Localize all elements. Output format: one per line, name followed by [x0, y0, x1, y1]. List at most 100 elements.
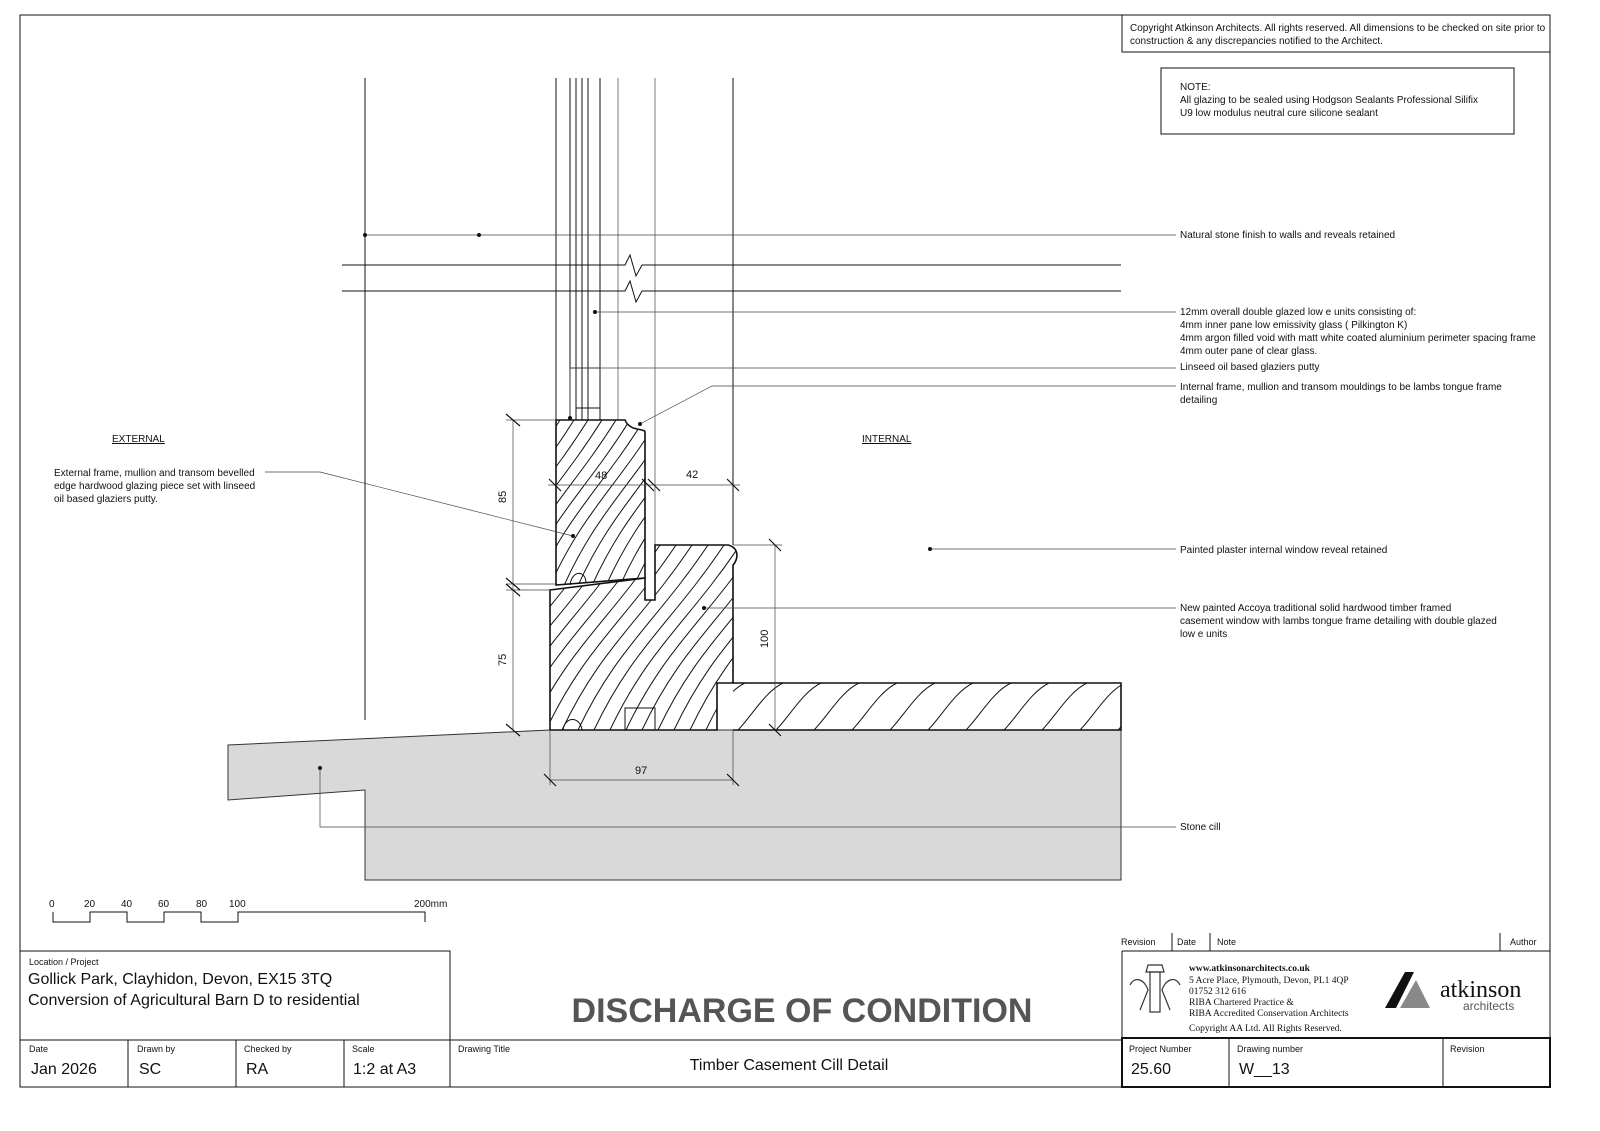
discharge-stamp: DISCHARGE OF CONDITION: [572, 992, 1033, 1030]
checked-by-value: RA: [246, 1061, 269, 1078]
scale-label: 80: [196, 899, 208, 910]
scale-label: 40: [121, 899, 133, 910]
wood-grain-line: [593, 545, 725, 730]
wood-grain-line: [556, 420, 589, 585]
drawn-by-value: SC: [139, 1061, 161, 1078]
scale-label: 20: [84, 899, 96, 910]
wood-grain-line: [631, 420, 645, 585]
copyright-line-2: construction & any discrepancies notifie…: [1130, 36, 1383, 47]
logo-subtitle: architects: [1463, 999, 1514, 1013]
dim-97: 97: [635, 765, 647, 777]
drawing-number-label: Drawing number: [1237, 1044, 1303, 1054]
annotation-casement-3: low e units: [1180, 629, 1227, 640]
wood-grain-line: [705, 545, 737, 730]
copyright-box: Copyright Atkinson Architects. All right…: [1121, 15, 1550, 53]
dim-75: 75: [497, 654, 509, 666]
scale-bar: 0 20 40 60 80 100 200mm: [49, 899, 447, 923]
heraldic-crest-icon: [1129, 964, 1181, 1013]
scale-label-field: Scale: [352, 1044, 375, 1054]
checked-by-label: Checked by: [244, 1044, 292, 1054]
timber-sash: [555, 419, 646, 586]
note-box: NOTE: All glazing to be sealed using Hod…: [1160, 67, 1515, 135]
dim-85: 85: [497, 491, 509, 503]
wood-grain-line: [625, 545, 737, 730]
wood-grain-line: [737, 683, 784, 730]
revision-label: Revision: [1450, 1044, 1485, 1054]
location-line-1: Gollick Park, Clayhidon, Devon, EX15 3TQ: [28, 971, 332, 988]
label-internal: INTERNAL: [862, 434, 912, 445]
title-block: Location / Project Gollick Park, Clayhid…: [20, 933, 1551, 1088]
wood-grain-line: [889, 683, 936, 730]
wood-grain-line: [1079, 683, 1121, 730]
wood-grain-line: [721, 545, 737, 730]
scale-label: 200mm: [414, 899, 447, 910]
wood-grain-line: [603, 420, 645, 585]
wood-grain-line: [673, 545, 737, 730]
wood-grain-line: [813, 683, 860, 730]
annotation-external-frame-1: External frame, mullion and transom beve…: [54, 468, 255, 479]
annotation-plaster: Painted plaster internal window reveal r…: [1180, 545, 1387, 556]
rev-header-note: Note: [1217, 937, 1236, 947]
wood-grain-line: [1041, 683, 1088, 730]
scale-label: 60: [158, 899, 170, 910]
copyright-line-1: Copyright Atkinson Architects. All right…: [1130, 23, 1546, 34]
wood-grain-line: [617, 420, 645, 585]
logo-name: atkinson: [1440, 977, 1521, 1003]
date-value: Jan 2026: [31, 1061, 97, 1078]
wall-and-glazing-lines: [342, 78, 1121, 720]
wood-grain-line: [733, 683, 746, 730]
wood-grain-line: [561, 545, 693, 730]
wood-grain-line: [657, 545, 737, 730]
wood-grain-line: [927, 683, 974, 730]
project-number: 25.60: [1131, 1061, 1171, 1078]
date-label: Date: [29, 1044, 48, 1054]
wood-grain-line: [609, 545, 737, 730]
wood-grain-line: [556, 420, 631, 585]
wood-grain-line: [556, 420, 575, 585]
wood-grain-line: [561, 420, 645, 585]
annotation-putty: Linseed oil based glaziers putty: [1180, 362, 1320, 373]
rev-header-author: Author: [1510, 937, 1537, 947]
annotation-glazing-1: 12mm overall double glazed low e units c…: [1180, 307, 1416, 318]
internal-board: [733, 682, 1122, 731]
wood-grain-line: [851, 683, 898, 730]
note-line-1: All glazing to be sealed using Hodgson S…: [1180, 95, 1478, 106]
leader-lines: [265, 233, 1176, 828]
drawing-title-label: Drawing Title: [458, 1044, 510, 1054]
wood-grain-line: [556, 420, 645, 585]
note-heading: NOTE:: [1180, 82, 1211, 93]
location-label: Location / Project: [29, 957, 99, 967]
annotation-internal-frame-2: detailing: [1180, 395, 1217, 406]
wood-grain-line: [550, 545, 677, 730]
annotation-external-frame-2: edge hardwood glazing piece set with lin…: [54, 481, 255, 492]
annotation-internal-frame-1: Internal frame, mullion and transom moul…: [1180, 382, 1502, 393]
annotation-stone-finish: Natural stone finish to walls and reveal…: [1180, 230, 1395, 241]
drawn-by-label: Drawn by: [137, 1044, 176, 1054]
practice-info: www.atkinsonarchitects.co.uk 5 Acre Plac…: [1129, 964, 1521, 1034]
practice-riba-1: RIBA Chartered Practice &: [1189, 998, 1294, 1008]
wood-grain-line: [1117, 683, 1121, 730]
scale-label: 0: [49, 899, 55, 910]
atkinson-logo-icon: [1385, 972, 1430, 1008]
annotation-stone-cill: Stone cill: [1180, 822, 1221, 833]
dim-100: 100: [759, 630, 771, 648]
annotation-glazing-3: 4mm argon filled void with matt white co…: [1180, 333, 1536, 344]
dimensions: [505, 413, 782, 787]
wood-grain-line: [738, 545, 868, 730]
wood-grain-line: [641, 545, 737, 730]
wood-grain-line: [556, 420, 645, 585]
drawing-number: W__13: [1239, 1061, 1290, 1078]
practice-copyright: Copyright AA Ltd. All Rights Reserved.: [1189, 1024, 1342, 1034]
practice-riba-2: RIBA Accredited Conservation Architects: [1189, 1009, 1349, 1019]
scale-value: 1:2 at A3: [353, 1061, 416, 1078]
wood-grain-line: [589, 420, 645, 585]
stone-cill: [227, 729, 1122, 881]
practice-address: 5 Acre Place, Plymouth, Devon, PL1 4QP: [1189, 976, 1349, 986]
wood-grain-line: [577, 545, 709, 730]
practice-phone: 01752 312 616: [1189, 987, 1246, 997]
note-line-2: U9 low modulus neutral cure silicone sea…: [1180, 108, 1378, 119]
wood-grain-line: [775, 683, 822, 730]
annotation-glazing-4: 4mm outer pane of clear glass.: [1180, 346, 1317, 357]
annotation-casement-2: casement window with lambs tongue frame …: [1180, 616, 1497, 627]
